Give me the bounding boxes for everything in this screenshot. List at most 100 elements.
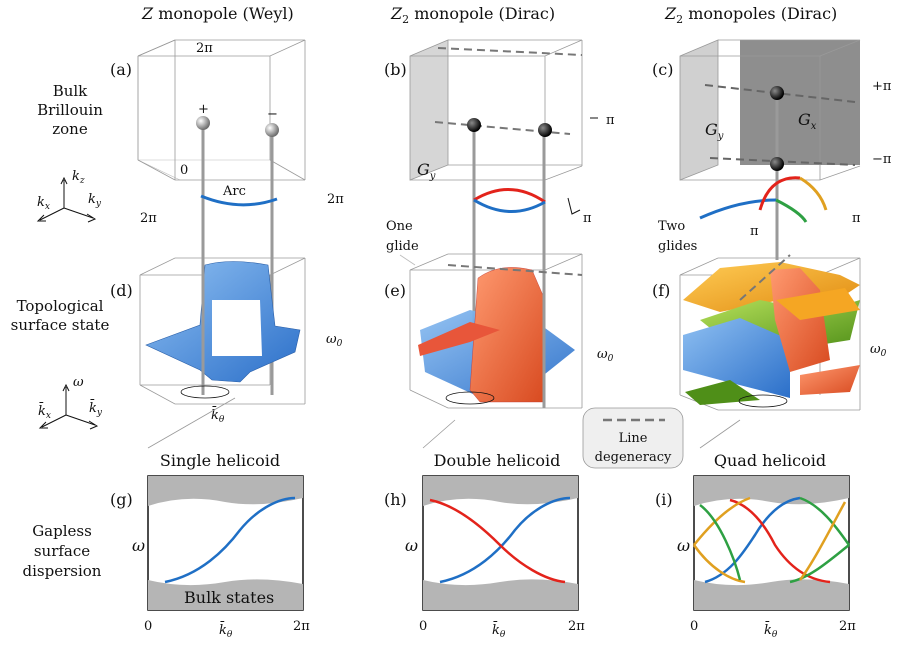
helicoid-hole	[212, 300, 262, 356]
panel-e	[409, 253, 583, 409]
panel-d	[139, 257, 306, 405]
panel-label-h: (h)	[384, 490, 407, 509]
panel-label-b: (b)	[384, 60, 407, 79]
label-ktheta-d: k̄θ	[211, 406, 225, 425]
dispersion-plot-i	[692, 475, 851, 611]
ktheta-label-h: k̄θ	[492, 621, 506, 640]
label-pi-c-a: π	[750, 224, 759, 239]
svg-text:Brillouin: Brillouin	[37, 101, 103, 119]
dirac-point-top	[770, 86, 784, 100]
ktheta-label-g: k̄θ	[219, 621, 233, 640]
panel-label-e: (e)	[384, 281, 406, 300]
omega-label-h: ω	[405, 536, 418, 555]
axis-kx-bar: k̄x	[38, 402, 51, 421]
panel-label-i: (i)	[655, 490, 673, 509]
axis-ky: ky	[88, 192, 102, 209]
note-one-glide-2: glide	[386, 239, 419, 254]
svg-text:Bulk: Bulk	[53, 82, 88, 100]
weyl-point-plus	[196, 116, 210, 130]
legend-line-degeneracy: Line degeneracy	[582, 407, 684, 469]
column-title-dirac: Z2 monopole (Dirac)	[390, 4, 555, 26]
svg-text:zone: zone	[52, 120, 88, 138]
label-pi-bottom-b: π	[583, 211, 592, 226]
label-minus-pi: −π	[872, 152, 892, 167]
column-title-weyl: Z monopole (Weyl)	[141, 4, 294, 23]
omega-label-i: ω	[677, 536, 690, 555]
tick-0-h: 0	[419, 619, 427, 634]
note-one-glide-1: One	[386, 219, 413, 234]
label-arc: Arc	[222, 184, 246, 199]
arc-blue	[473, 198, 546, 213]
title-double-helicoid: Double helicoid	[434, 451, 561, 470]
panel-label-g: (g)	[110, 490, 133, 509]
dirac-point-1	[467, 118, 481, 132]
svg-text:surface state: surface state	[11, 316, 110, 334]
label-omega0-e: ω0	[597, 347, 614, 364]
line-degeneracy-top	[437, 47, 583, 56]
band-blue-h	[439, 496, 571, 584]
label-plus-pi: +π	[872, 79, 892, 94]
label-2pi-top: 2π	[196, 41, 213, 56]
panel-f	[679, 254, 861, 411]
tick-0-i: 0	[690, 619, 698, 634]
label-minus: −	[267, 107, 278, 122]
panel-label-d: (d)	[110, 281, 133, 300]
dispersion-plot-g	[147, 475, 304, 611]
legend-text-1: Line	[619, 431, 648, 446]
axis-kz: kz	[72, 169, 85, 186]
glide-plane-gy	[409, 39, 449, 181]
note-two-glides-2: glides	[658, 239, 697, 254]
bulk-axes-icon	[36, 176, 97, 223]
label-zero: 0	[180, 163, 188, 178]
title-quad-helicoid: Quad helicoid	[714, 451, 826, 470]
dirac-point-2	[538, 123, 552, 137]
svg-text:Gapless: Gapless	[32, 522, 92, 540]
label-omega0-f: ω0	[870, 342, 887, 359]
band-red-i	[729, 498, 831, 584]
bulk-states-label: Bulk states	[184, 588, 274, 607]
axis-ky-bar: k̄y	[89, 399, 103, 418]
band-blue-g	[164, 496, 296, 584]
panel-c	[679, 39, 861, 260]
panel-label-a: (a)	[110, 60, 132, 79]
line-degeneracy-mid	[434, 121, 571, 135]
tick-2pi-h: 2π	[568, 619, 585, 634]
band-orange-i	[692, 496, 751, 584]
label-omega0-d: ω0	[326, 332, 343, 349]
label-gy-c: Gy	[705, 120, 724, 142]
svg-text:dispersion: dispersion	[23, 562, 102, 580]
label-pi-c-b: π	[852, 211, 861, 226]
row-label-surface: Topological surface state	[11, 297, 110, 334]
label-2pi-right: 2π	[327, 192, 344, 207]
label-gx-c: Gx	[798, 110, 817, 132]
glide-plane-gy-c	[679, 39, 719, 181]
svg-text:surface: surface	[34, 542, 90, 560]
svg-text:Topological: Topological	[17, 297, 104, 315]
dirac-point-bottom	[770, 157, 784, 171]
row-label-dispersion: Gapless surface dispersion	[23, 522, 102, 580]
label-plus: +	[198, 102, 209, 117]
axis-kx: kx	[37, 195, 50, 212]
dispersion-plot-h	[422, 475, 579, 611]
tick-0-g: 0	[144, 619, 152, 634]
panel-label-c: (c)	[652, 60, 673, 79]
column-title-dirac-pair: Z2 monopoles (Dirac)	[664, 4, 837, 26]
note-two-glides-1: Two	[658, 219, 685, 234]
omega-label-g: ω	[132, 536, 145, 555]
label-2pi-left: 2π	[140, 211, 157, 226]
surface-axes-icon	[38, 383, 99, 430]
glide-plane-gx	[740, 40, 860, 165]
label-gy-b: Gy	[417, 160, 436, 182]
arc-red	[473, 188, 546, 204]
tick-2pi-g: 2π	[293, 619, 310, 634]
band-red-h	[429, 498, 566, 584]
legend-text-2: degeneracy	[595, 450, 672, 465]
title-single-helicoid: Single helicoid	[160, 451, 280, 470]
axis-omega: ω	[73, 375, 84, 390]
fermi-arc	[200, 194, 278, 207]
band-green-i	[789, 496, 851, 584]
ktheta-label-i: k̄θ	[764, 621, 778, 640]
row-label-bulk: Bulk Brillouin zone	[37, 82, 103, 138]
weyl-point-minus	[265, 123, 279, 137]
